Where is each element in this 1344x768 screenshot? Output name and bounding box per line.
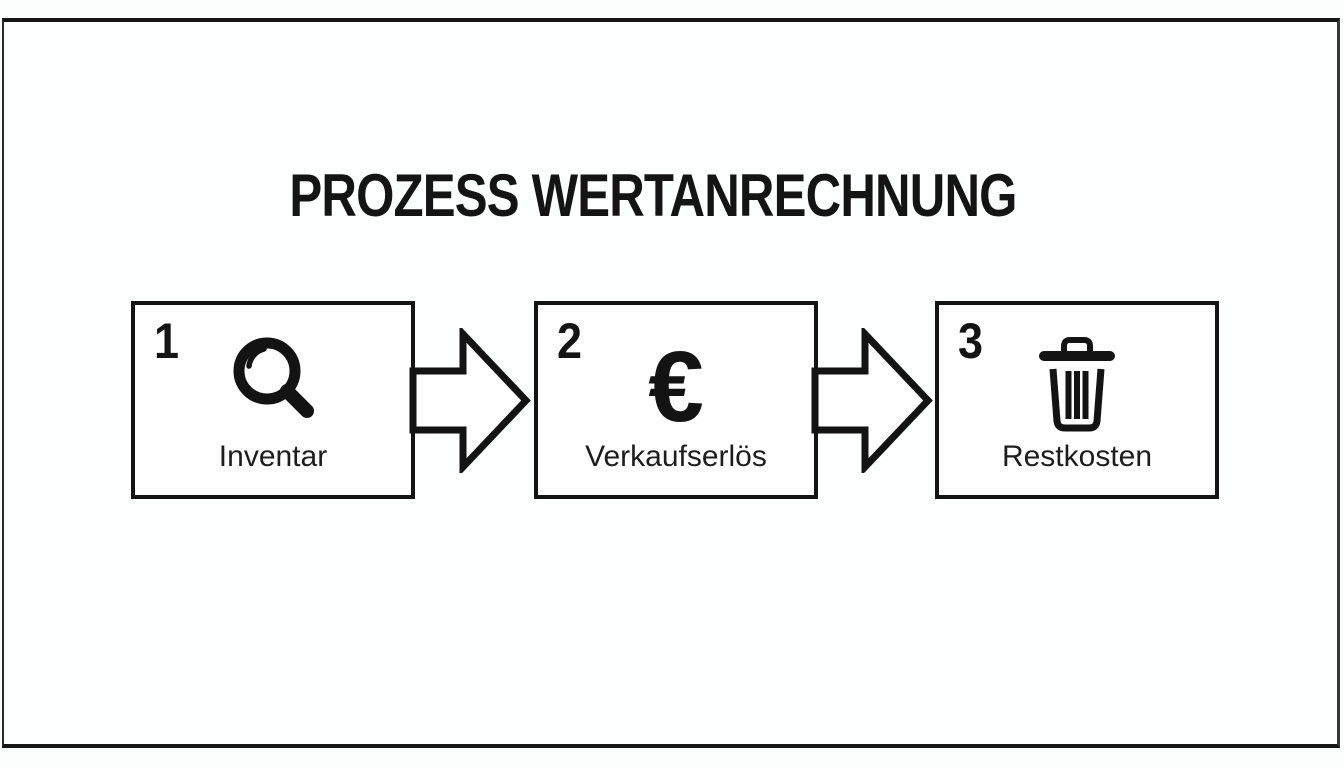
- step-number: 3: [958, 313, 984, 369]
- step-box-verkaufserloes: 2 € Verkaufserlös: [534, 301, 818, 499]
- euro-icon: €: [624, 333, 728, 437]
- page-title: PROZESS WERTANRECHNUNG: [289, 162, 1017, 229]
- step-box-restkosten: 3 Restkosten: [935, 301, 1219, 499]
- trash-icon: [1025, 333, 1129, 437]
- magnifier-icon: [221, 333, 325, 437]
- arrow-right-icon: [811, 328, 933, 473]
- step-number: 1: [154, 313, 180, 369]
- step-label: Verkaufserlös: [585, 440, 767, 473]
- arrow-right-icon: [409, 328, 531, 473]
- step-label: Inventar: [218, 440, 328, 473]
- euro-symbol: €: [648, 331, 704, 443]
- step-number: 2: [557, 313, 583, 369]
- step-box-inventar: 1 Inventar: [131, 301, 415, 499]
- step-label: Restkosten: [1001, 440, 1153, 473]
